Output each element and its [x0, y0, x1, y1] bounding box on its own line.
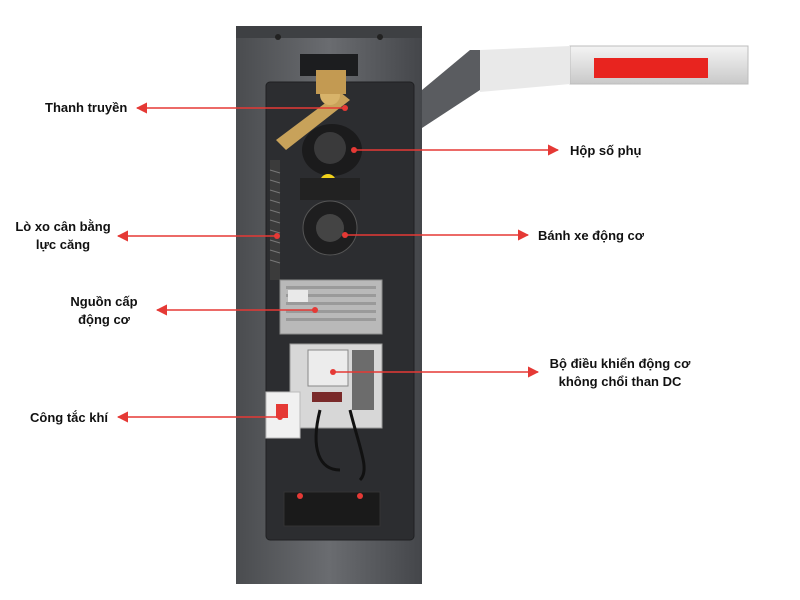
connecting-rod — [276, 70, 350, 150]
annotation-arrows — [116, 102, 560, 423]
label-power-supply: Nguồn cấp động cơ — [64, 293, 144, 329]
label-dc-controller-line2: không chổi than DC — [558, 374, 682, 389]
label-power-supply-line2: động cơ — [78, 312, 130, 327]
label-aux-gearbox: Hộp số phụ — [570, 143, 642, 158]
boom-reflector-stripe — [594, 58, 708, 78]
label-balance-spring-line1: Lò xo cân bằng — [15, 219, 111, 234]
label-motor-wheel: Bánh xe động cơ — [538, 228, 645, 243]
label-power-supply-line1: Nguồn cấp — [70, 294, 138, 309]
motor-wheel — [302, 200, 358, 256]
label-balance-spring-line2: lực căng — [35, 237, 91, 252]
label-connecting-rod: Thanh truyền — [45, 100, 128, 115]
label-balance-spring: Lò xo cân bằng lực căng — [14, 218, 112, 254]
label-dc-controller: Bộ điều khiển động cơ không chổi than DC — [540, 355, 700, 391]
circuit-breaker — [265, 391, 301, 439]
auxiliary-gearbox — [300, 124, 362, 200]
label-dc-controller-line1: Bộ điều khiển động cơ — [549, 356, 691, 371]
balance-spring — [269, 160, 281, 280]
power-supply — [279, 279, 383, 335]
label-circuit-breaker: Công tắc khí — [30, 410, 109, 425]
battery — [283, 491, 381, 527]
boom-arm — [422, 45, 749, 128]
dc-motor-controller — [289, 343, 383, 482]
